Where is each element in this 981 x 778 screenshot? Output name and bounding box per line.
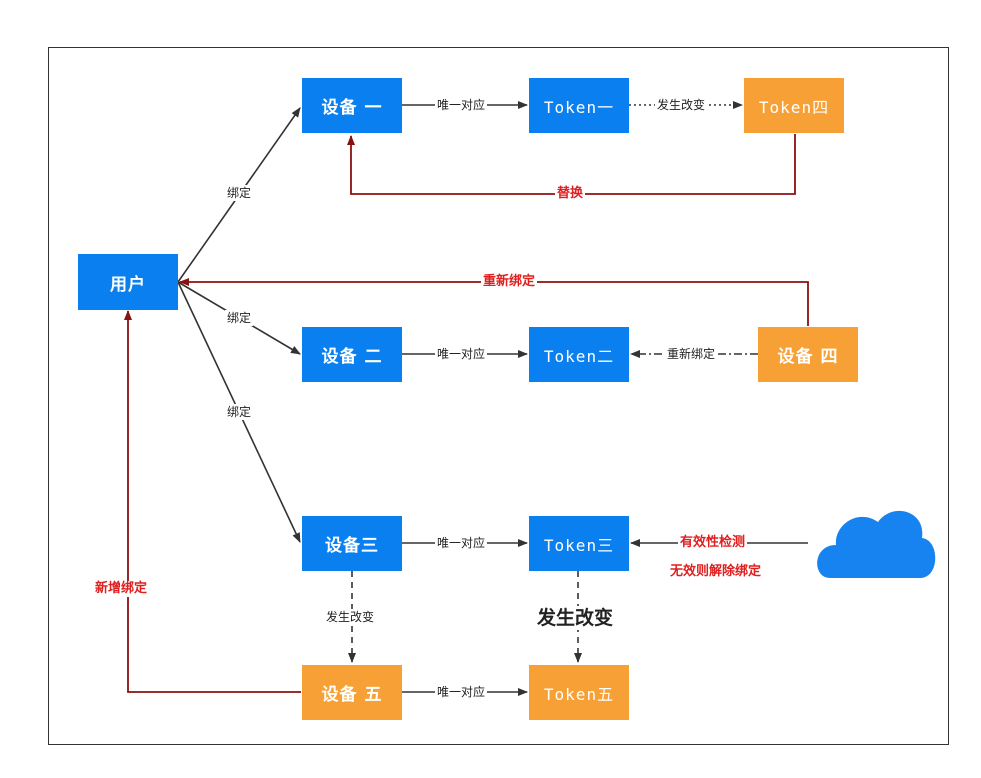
validity-check-label: 有效性检测 [678,535,748,551]
device1-node: 设备 一 [302,78,402,133]
token3-node: Token三 [529,516,629,571]
token-change-label: 发生改变 [535,606,616,630]
unique-label-5: 唯一对应 [435,684,488,700]
unique-label-3: 唯一对应 [435,535,488,551]
edge-replace [347,134,796,195]
new-bind-label: 新增绑定 [93,581,150,597]
token1-change-label: 发生改变 [655,97,708,113]
invalid-unbind-label: 无效则解除绑定 [670,564,762,579]
bind-label-1: 绑定 [225,185,254,201]
bind-label-2: 绑定 [225,310,254,326]
edge-new-bind [124,310,301,693]
token2-node: Token二 [529,327,629,382]
rebind-token2-label: 重新绑定 [665,346,718,362]
device3-node: 设备三 [302,516,402,571]
diagram-frame [48,47,949,745]
replace-label: 替换 [555,186,586,202]
token1-node: Token一 [529,78,629,133]
device4-node: 设备 四 [758,327,858,382]
user-node: 用户 [78,254,178,310]
cloud-icon [817,510,936,578]
unique-label-2: 唯一对应 [435,346,488,362]
token4-node: Token四 [744,78,844,133]
edge-rebind-user [179,278,809,326]
rebind-user-label: 重新绑定 [481,274,538,290]
unique-label-1: 唯一对应 [435,97,488,113]
bind-label-3: 绑定 [225,404,254,420]
device2-node: 设备 二 [302,327,402,382]
device-change-label: 发生改变 [324,609,377,625]
device5-node: 设备 五 [302,665,402,720]
token5-node: Token五 [529,665,629,720]
